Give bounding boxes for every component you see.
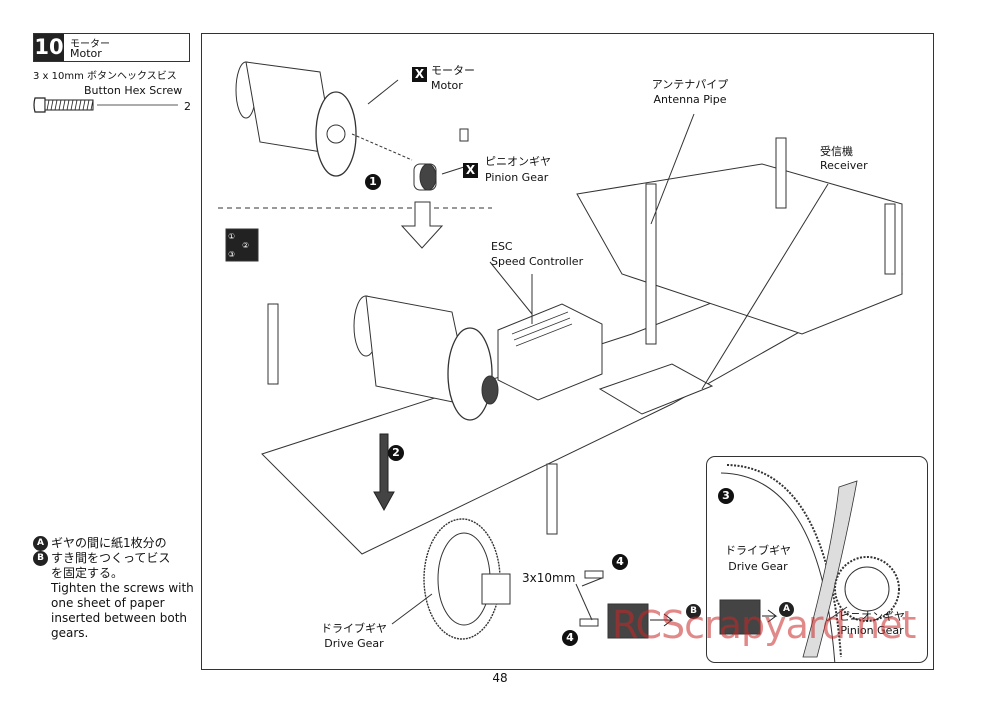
step-mark-1: 1 <box>365 174 381 190</box>
note-b-mark: B <box>33 551 48 566</box>
note-line-a: ギヤの間に紙1枚分の <box>51 536 167 550</box>
note-line-b: すき間をつくってビス <box>51 551 171 565</box>
inset-pinion-jp: ピニオンギヤ <box>839 610 905 623</box>
drive-gear-icon <box>423 518 511 640</box>
note-en-4: gears. <box>51 626 89 640</box>
motor-x-mark: X <box>412 67 427 82</box>
note-line-3: を固定する。 <box>51 566 124 580</box>
step-title-en: Motor <box>70 47 102 60</box>
esc-label-2: Speed Controller <box>491 255 584 268</box>
note-a-mark: A <box>33 536 48 551</box>
motor-label-jp: モーター <box>431 64 475 77</box>
pinion-label-en: Pinion Gear <box>485 171 549 184</box>
pinion-x-mark: X <box>463 163 478 178</box>
watermark: RCScrapyard.net <box>612 603 916 647</box>
receiver-label-en: Receiver <box>820 159 868 172</box>
order-3: ③ <box>228 250 236 259</box>
order-icon: ① ② ③ <box>228 232 249 259</box>
parts-screw-en: Button Hex Screw <box>84 84 183 97</box>
antenna-label-jp: アンテナパイプ <box>651 78 729 91</box>
step-mark-4b: 4 <box>562 630 578 646</box>
to-b-mark: B <box>686 604 701 619</box>
step-mark-2: 2 <box>388 445 404 461</box>
assembly-illustration-frame <box>201 33 934 670</box>
inset-drive-en: Drive Gear <box>728 560 788 573</box>
step-header: 10 モーター Motor <box>33 33 190 62</box>
parts-screw-qty: 2 <box>184 100 191 113</box>
note-en-1: Tighten the screws with <box>51 581 194 595</box>
note-en-3: inserted between both <box>51 611 188 625</box>
chassis-illustration <box>218 61 903 640</box>
parts-screw-jp: 3 x 10mm ボタンヘックスビス <box>33 71 177 82</box>
inset-pinion-en: Pinion Gear <box>840 624 904 637</box>
order-2: ② <box>242 241 250 250</box>
to-a-mark: A <box>779 602 794 617</box>
pinion-label-jp: ピニオンギヤ <box>485 155 551 168</box>
drive-gear-label-jp: ドライブギヤ <box>321 622 387 635</box>
antenna-label-en: Antenna Pipe <box>653 93 727 106</box>
button-hex-screw-icon <box>33 97 178 113</box>
mounted-motor-icon <box>353 295 499 421</box>
pinion-gear-icon <box>413 128 469 191</box>
motor-label-en: Motor <box>431 79 463 92</box>
receiver-label-jp: 受信機 <box>820 145 853 158</box>
inset-drive-jp: ドライブギヤ <box>725 544 791 557</box>
tighten-note: A ギヤの間に紙1枚分の B すき間をつくってビス を固定する。 Tighten… <box>33 536 198 641</box>
note-en-2: one sheet of paper <box>51 596 165 610</box>
screw-size-label: 3x10mm <box>522 571 576 585</box>
gear-mesh-inset <box>706 456 928 663</box>
esc-label-1: ESC <box>491 240 513 253</box>
gear-mesh-illustration <box>720 464 900 662</box>
page-number: 48 <box>492 671 508 685</box>
inset-step-mark: 3 <box>718 488 734 504</box>
step-title-jp: モーター <box>70 39 110 50</box>
step-mark-4a: 4 <box>612 554 628 570</box>
loose-motor-icon <box>235 61 413 177</box>
drive-gear-label-en: Drive Gear <box>324 637 384 650</box>
order-1: ① <box>228 232 236 241</box>
step-number: 10 <box>34 34 64 61</box>
